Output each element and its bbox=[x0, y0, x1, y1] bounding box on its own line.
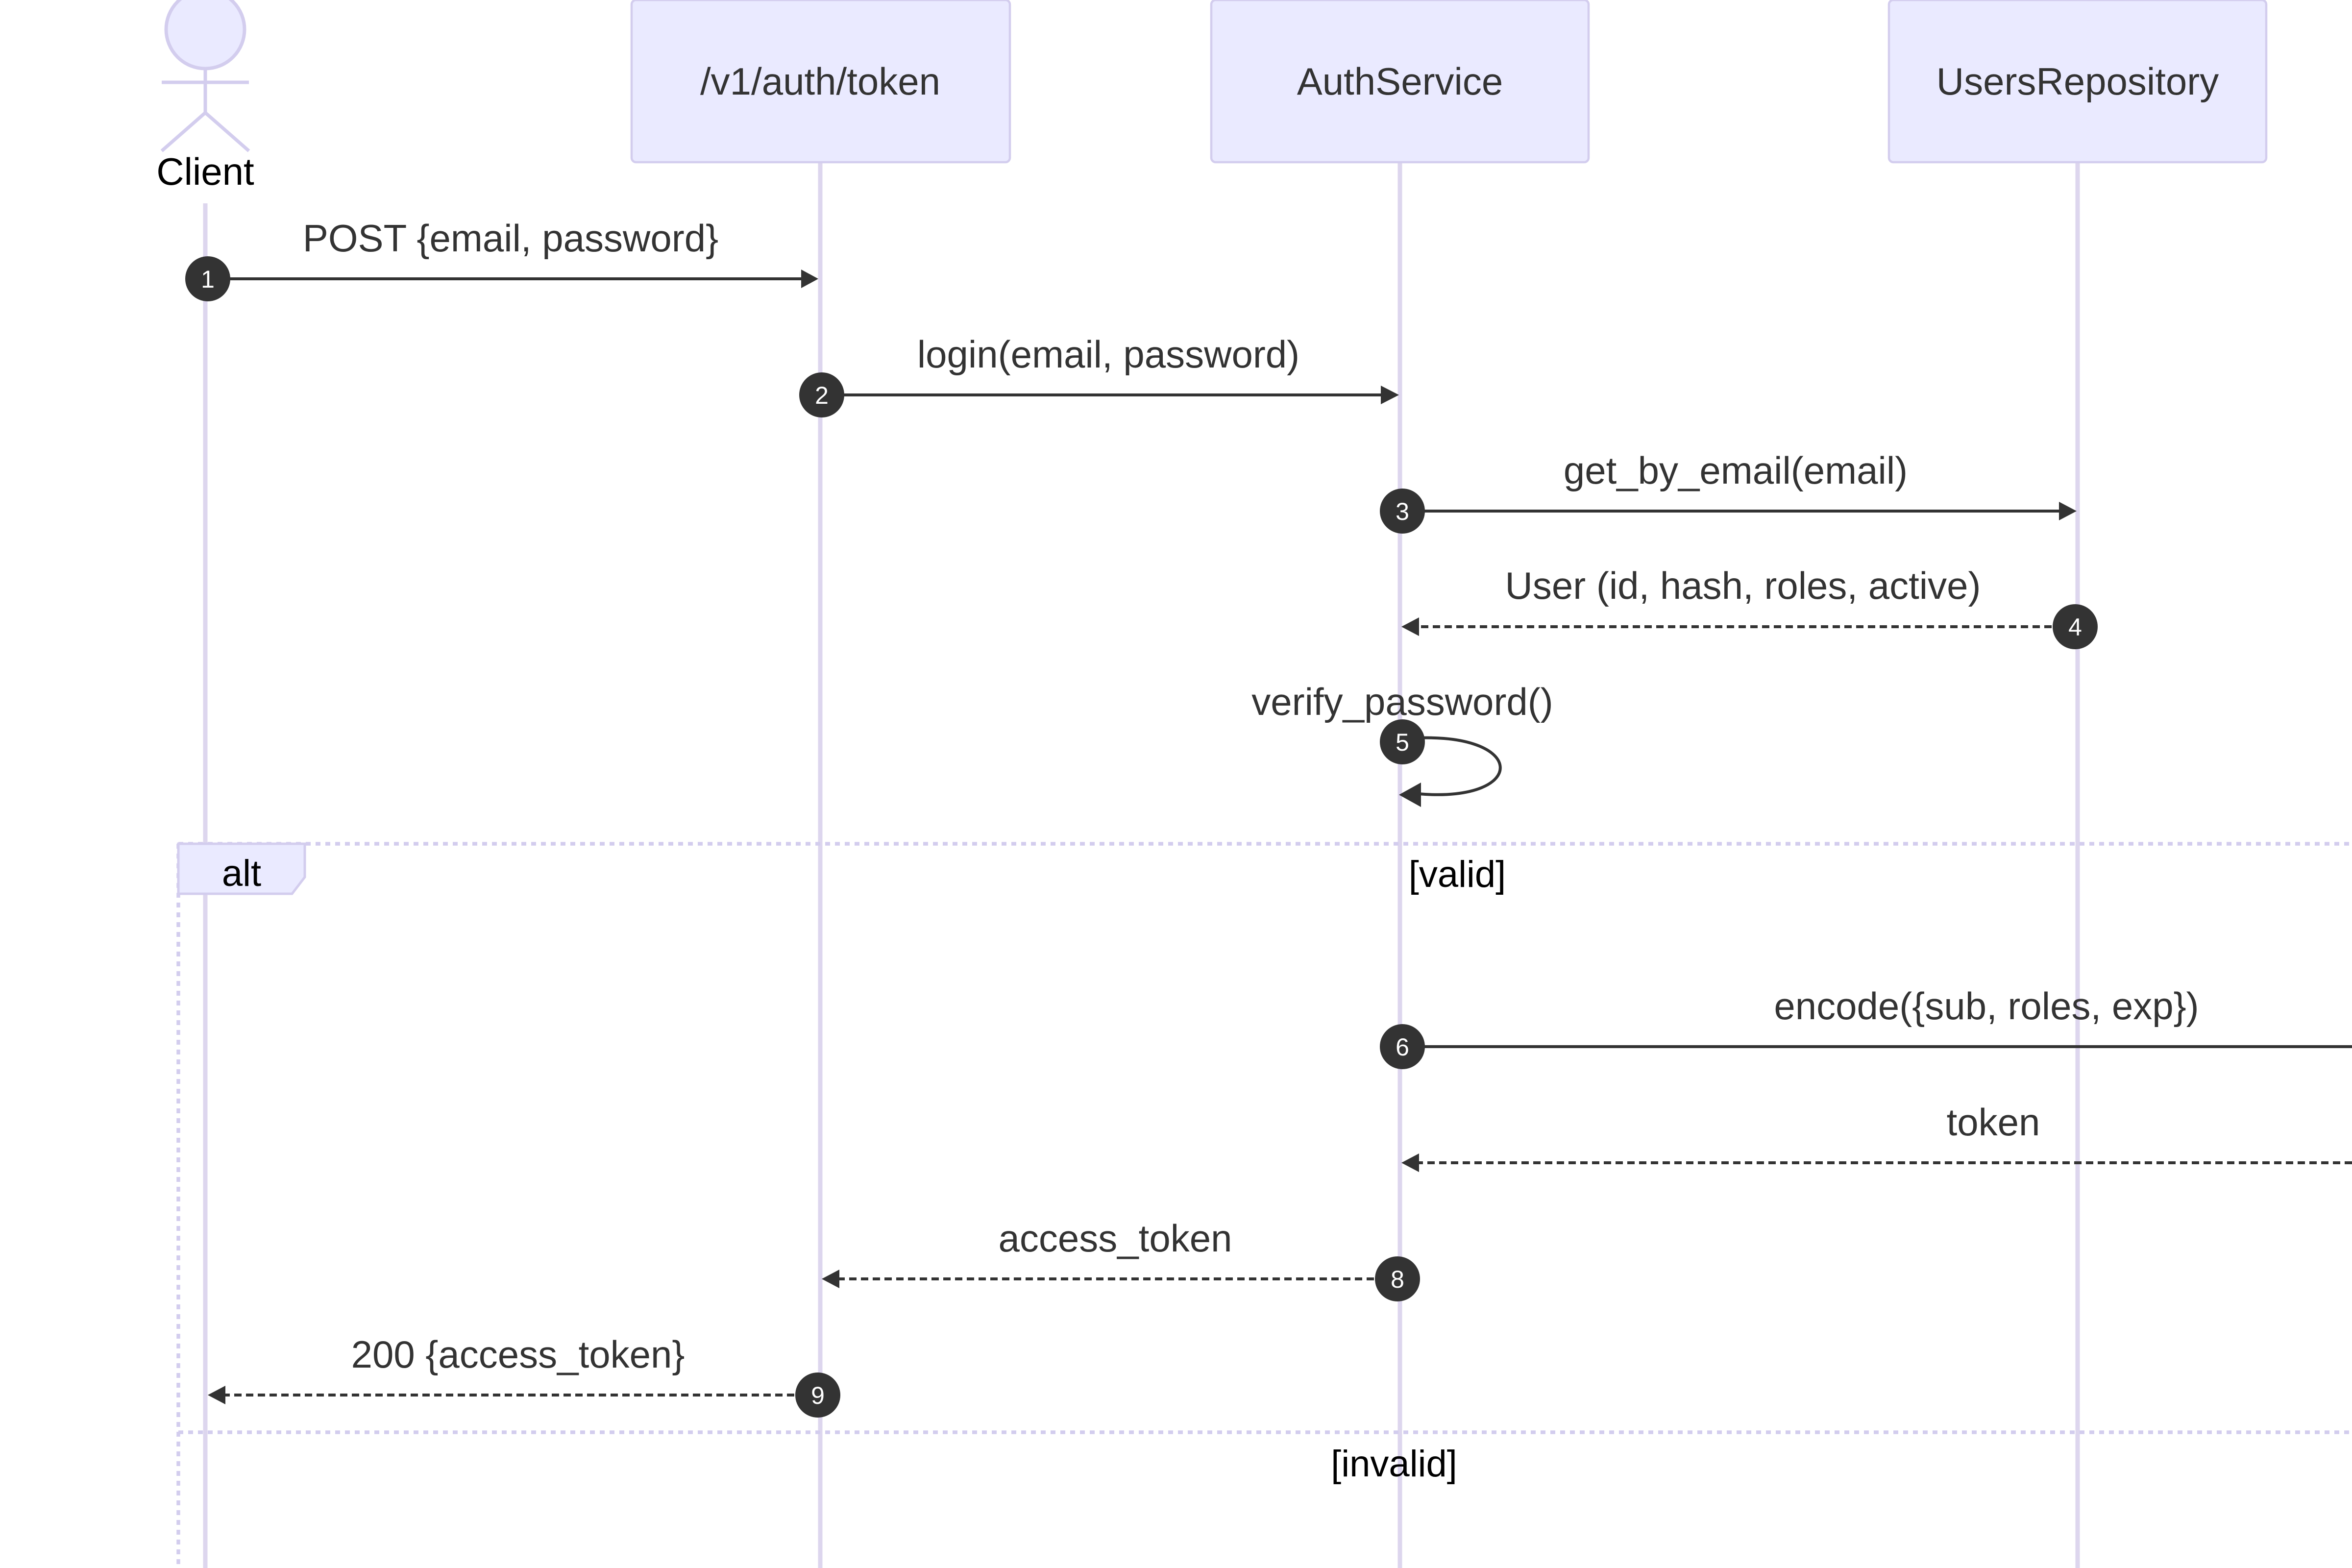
participant-endpoint-box bbox=[630, 0, 1011, 164]
message-4-number: 4 bbox=[2068, 613, 2082, 641]
message-4: 4 bbox=[1401, 604, 2098, 649]
message-8-label: access_token bbox=[999, 1217, 1232, 1260]
message-6-number: 6 bbox=[1396, 1033, 1409, 1061]
participant-client-label: Client bbox=[156, 150, 254, 193]
participant-auth-label: AuthService bbox=[1297, 60, 1503, 103]
message-2-number: 2 bbox=[815, 382, 829, 409]
message-5-number: 5 bbox=[1396, 729, 1409, 756]
message-9: 9 bbox=[208, 1372, 840, 1418]
client-actor-icon bbox=[160, 0, 250, 152]
message-7 bbox=[1401, 1153, 2352, 1172]
message-1-number: 1 bbox=[201, 266, 215, 293]
participant-endpoint-label: /v1/auth/token bbox=[700, 60, 940, 103]
alt-keyword: alt bbox=[222, 853, 261, 894]
alt-condition-valid: [valid] bbox=[1409, 854, 1506, 895]
message-8-number: 8 bbox=[1391, 1266, 1404, 1293]
message-4-label: User (id, hash, roles, active) bbox=[1505, 564, 1981, 607]
message-7-label: token bbox=[1947, 1101, 2040, 1144]
message-2-label: login(email, password) bbox=[917, 333, 1299, 376]
message-8: 8 bbox=[822, 1256, 1420, 1301]
alt-condition-invalid: [invalid] bbox=[1331, 1443, 1457, 1485]
message-3: 3 bbox=[1380, 489, 2077, 534]
participant-auth-box bbox=[1210, 0, 1590, 164]
message-1: 1 bbox=[185, 256, 818, 301]
message-6: 6 bbox=[1380, 1024, 2352, 1069]
alt-frame bbox=[176, 842, 2352, 1568]
participant-users-box bbox=[1887, 0, 2268, 164]
message-9-label: 200 {access_token} bbox=[351, 1333, 685, 1376]
message-1-label: POST {email, password} bbox=[303, 217, 718, 260]
alt-frame-tab bbox=[177, 842, 306, 895]
message-5-label: verify_password() bbox=[1251, 680, 1553, 723]
message-3-label: get_by_email(email) bbox=[1564, 449, 1908, 492]
message-9-number: 9 bbox=[811, 1382, 825, 1409]
message-3-number: 3 bbox=[1396, 498, 1409, 525]
message-6-label: encode({sub, roles, exp}) bbox=[1774, 984, 2199, 1028]
message-5: 5 bbox=[1380, 719, 1502, 807]
message-2: 2 bbox=[799, 372, 1399, 417]
participant-users-label: UsersRepository bbox=[1936, 60, 2219, 103]
